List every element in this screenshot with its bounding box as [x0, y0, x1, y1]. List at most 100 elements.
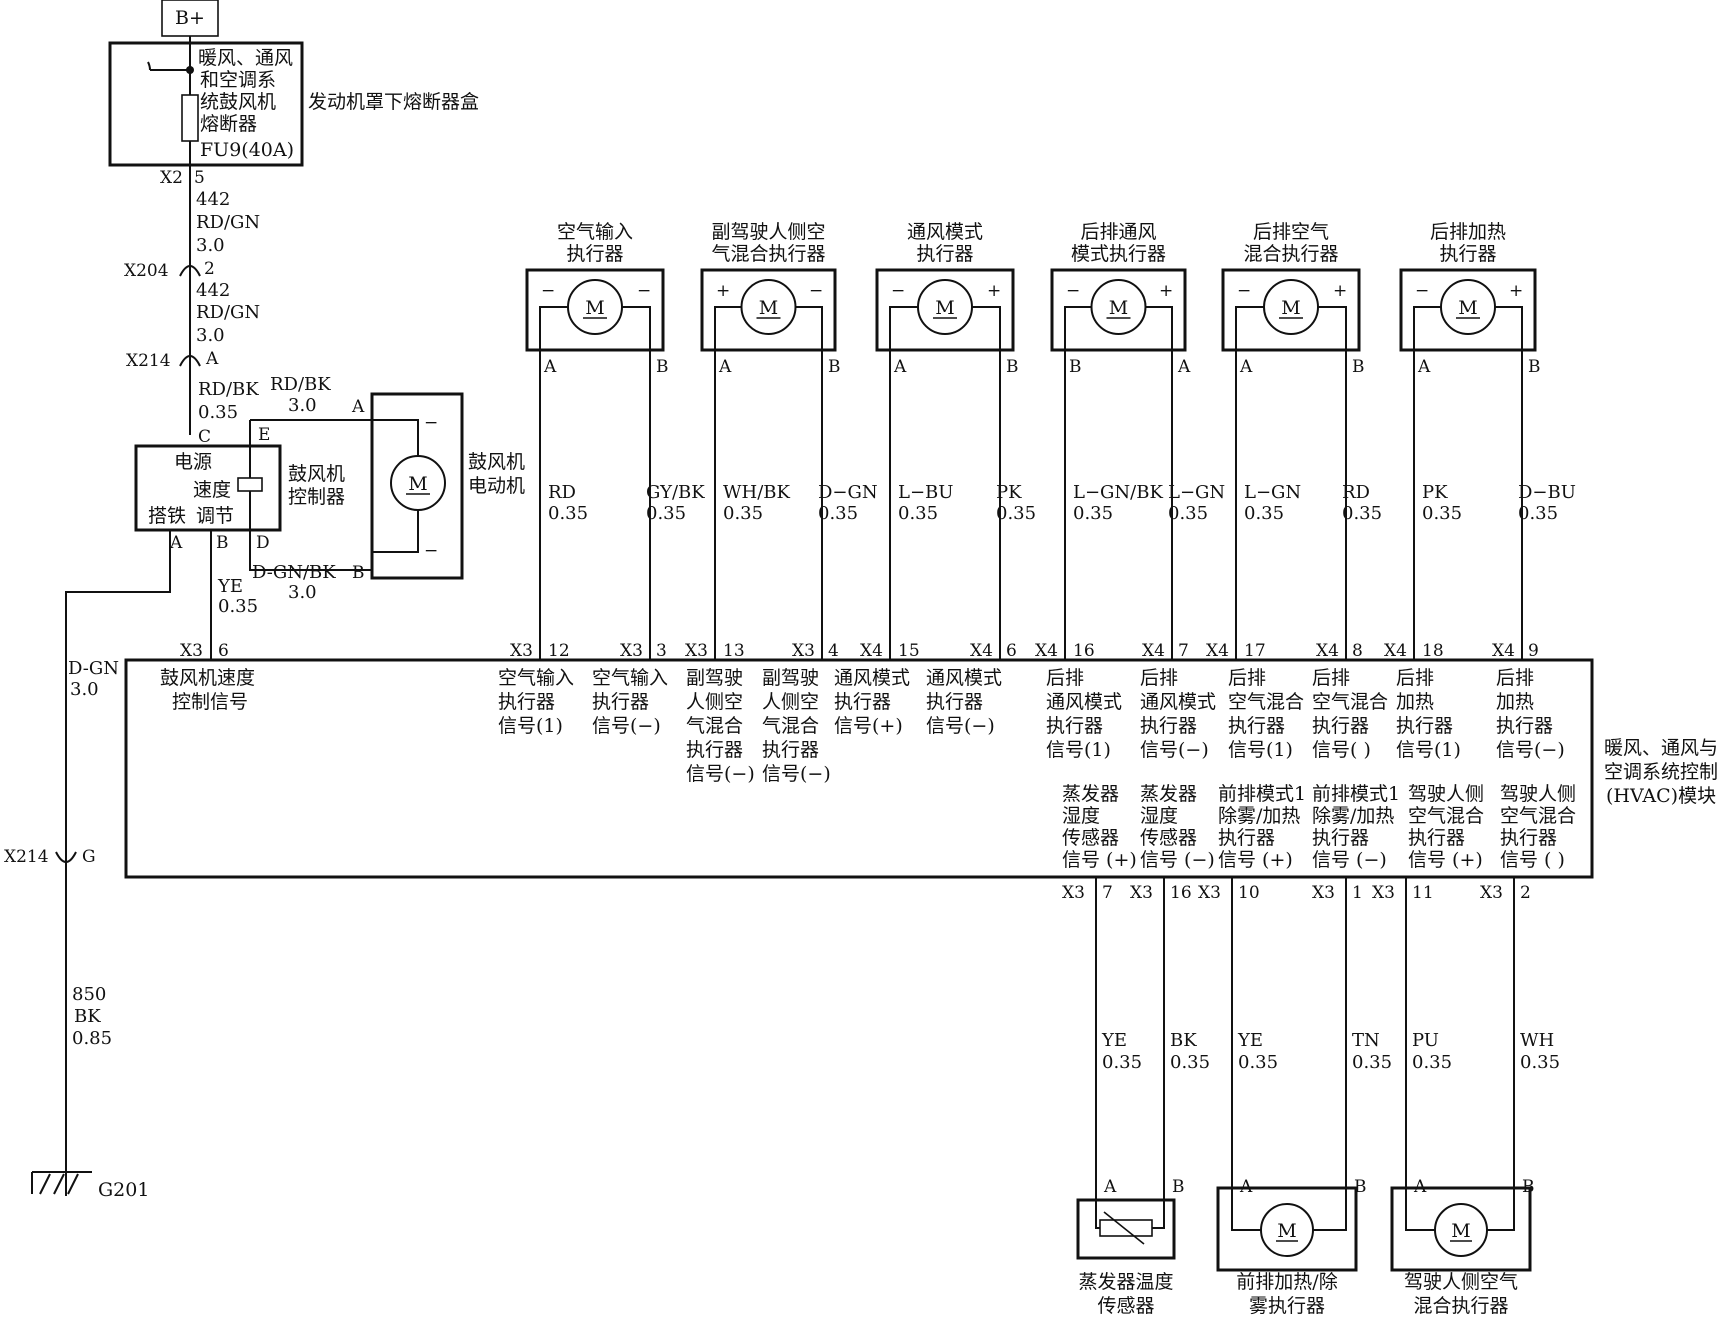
hvac-pin-num: 15 — [898, 641, 920, 661]
actuator-title: 后排通风 — [1080, 221, 1156, 243]
actuator-left-pin: A — [543, 357, 557, 377]
actuator-title: 执行器 — [916, 243, 973, 265]
svg-text:控制器: 控制器 — [288, 486, 345, 508]
actuator-title: 执行器 — [566, 243, 623, 265]
actuator-left-pin: B — [1069, 357, 1082, 377]
hvac-conn: X3 — [1312, 883, 1335, 903]
signal-label-line: 空气混合 — [1408, 805, 1484, 827]
hvac-pin-num: 13 — [723, 641, 745, 661]
actuator-box — [525, 268, 665, 352]
signal-label-line: 空气混合 — [1228, 691, 1304, 713]
blower-controller-box — [134, 444, 282, 532]
hvac-conn: X3 — [1372, 883, 1395, 903]
signal-label-line: 执行器 — [762, 739, 819, 761]
signal-label-line: 气混合 — [686, 715, 743, 737]
signal-label-line: 通风模式 — [1140, 691, 1216, 713]
hvac-conn: X3 — [792, 641, 815, 661]
actuator-title: 气混合执行器 — [711, 243, 825, 265]
fuse-box-name: 发动机罩下熔断器盒 — [308, 91, 479, 113]
actuator-box — [700, 268, 837, 352]
actuator-left-sign: + — [716, 281, 730, 301]
signal-label-line: 通风模式 — [1046, 691, 1122, 713]
signal-label-line: 除雾/加热 — [1218, 805, 1300, 827]
connector-x214-g-icon — [55, 851, 77, 863]
signal-label-line: 除雾/加热 — [1312, 805, 1394, 827]
hvac-pin-num: 9 — [1528, 641, 1539, 661]
wire-gauge: 0.35 — [548, 503, 588, 524]
actuator-right-sign: + — [1509, 281, 1523, 301]
actuator-right-pin: A — [1177, 357, 1191, 377]
svg-text:−: − — [424, 541, 438, 561]
actuator-box — [1221, 268, 1361, 352]
signal-label-line: 通风模式 — [834, 667, 910, 689]
svg-text:6: 6 — [218, 641, 229, 661]
wire-gauge: 0.35 — [1168, 503, 1208, 524]
svg-text:C: C — [198, 427, 211, 447]
actuator-motor-icon — [740, 279, 797, 335]
svg-text:3.0: 3.0 — [288, 395, 317, 416]
actuator-motor-icon — [1440, 279, 1496, 335]
hvac-pin-num: 4 — [828, 641, 839, 661]
signal-label-line: 执行器 — [1218, 827, 1275, 849]
svg-text:D: D — [256, 533, 270, 553]
device-name: 传感器 — [1097, 1295, 1154, 1317]
svg-text:A: A — [351, 397, 365, 417]
signal-label-line: 副驾驶 — [686, 667, 743, 689]
signal-label-line: 蒸发器 — [1140, 783, 1197, 805]
wire-gauge: 0.35 — [1102, 1052, 1142, 1073]
signal-label-line: 执行器 — [1312, 827, 1369, 849]
wire-color: TN — [1352, 1030, 1380, 1051]
signal-label-line: 加热 — [1496, 691, 1534, 713]
svg-text:鼓风机速度: 鼓风机速度 — [160, 667, 255, 689]
wire-color: PK — [1422, 482, 1448, 503]
signal-label-line: 执行器 — [1500, 827, 1557, 849]
wire-gauge: 0.35 — [1238, 1052, 1278, 1073]
signal-label-line: 执行器 — [1312, 715, 1369, 737]
signal-label-line: 信号 (+) — [1218, 849, 1293, 871]
battery-label: B+ — [175, 7, 205, 29]
wire-gauge: 0.35 — [1520, 1052, 1560, 1073]
svg-text:RD/BK: RD/BK — [270, 374, 331, 395]
wire-gauge: 0.35 — [1073, 503, 1113, 524]
controller-relay-icon — [237, 477, 263, 492]
svg-text:鼓风机: 鼓风机 — [468, 451, 525, 473]
signal-label-line: 信号 ( ) — [1500, 849, 1565, 871]
hvac-top-signal-labels: 空气输入执行器信号(1)空气输入执行器信号(−)副驾驶人侧空气混合执行器信号(−… — [498, 667, 1565, 785]
actuator-title: 通风模式 — [907, 221, 983, 243]
device-name: 雾执行器 — [1249, 1295, 1325, 1317]
svg-text:B: B — [216, 533, 229, 553]
hvac-conn: X4 — [1206, 641, 1229, 661]
svg-text:电动机: 电动机 — [468, 475, 525, 497]
signal-label-line: 副驾驶 — [762, 667, 819, 689]
thermistor-icon — [1099, 1219, 1153, 1237]
wire-color: L−BU — [898, 482, 953, 503]
signal-label-line: 气混合 — [762, 715, 819, 737]
hvac-pin-num: 12 — [548, 641, 570, 661]
svg-text:E: E — [258, 425, 270, 445]
signal-label-line: 蒸发器 — [1062, 783, 1119, 805]
actuator-title: 后排空气 — [1253, 221, 1329, 243]
svg-text:熔断器: 熔断器 — [200, 113, 257, 135]
svg-text:暖风、通风: 暖风、通风 — [198, 47, 293, 69]
wire-gauge: 0.35 — [1518, 503, 1558, 524]
connector-x204-icon — [179, 265, 201, 277]
hvac-module-box — [124, 658, 1594, 879]
actuator-title: 后排加热 — [1430, 221, 1506, 243]
signal-label-line: 人侧空 — [762, 691, 819, 713]
actuator-box — [1050, 268, 1187, 352]
signal-label-line: 执行器 — [1396, 715, 1453, 737]
hvac-pin-num: 10 — [1238, 883, 1260, 903]
signal-label-line: 后排 — [1228, 667, 1266, 689]
